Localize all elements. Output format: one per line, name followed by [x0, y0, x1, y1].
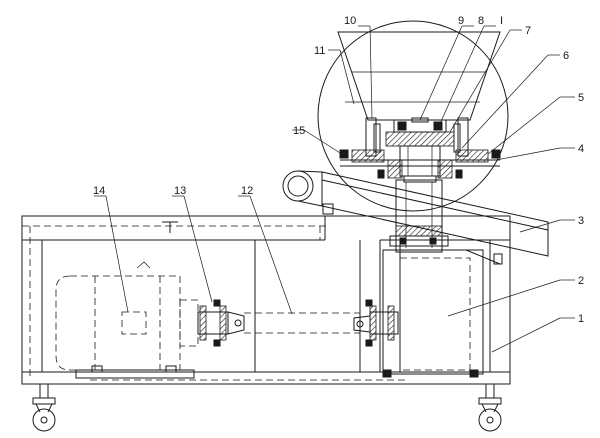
label-3: 3	[578, 215, 584, 227]
label-4: 4	[578, 143, 584, 155]
callout-labels: 1 2 3 4 5 6 7 I 8 9 10 11 12 13 14 15	[93, 15, 584, 325]
main-frame	[21, 215, 511, 385]
right-coupling	[353, 299, 399, 347]
drive-shaft	[244, 312, 360, 334]
label-11: 11	[314, 45, 325, 57]
motor	[55, 261, 199, 379]
vertical-spindle	[389, 179, 449, 253]
gear-housing	[382, 249, 503, 378]
label-12: 12	[241, 185, 253, 197]
caster-right	[478, 384, 502, 432]
label-7: 7	[525, 25, 531, 37]
label-13: 13	[174, 185, 186, 197]
chute	[282, 170, 549, 257]
coupling	[197, 299, 245, 347]
label-6: 6	[563, 50, 569, 62]
detail-circle	[317, 20, 509, 212]
label-I: I	[500, 15, 503, 27]
label-1: 1	[578, 313, 584, 325]
label-10: 10	[344, 15, 356, 27]
label-8: 8	[478, 15, 484, 27]
upper-assembly	[339, 117, 501, 183]
label-15: 15	[293, 125, 305, 137]
label-14: 14	[93, 185, 105, 197]
label-2: 2	[578, 275, 584, 287]
label-5: 5	[578, 92, 584, 104]
caster-left	[32, 384, 56, 432]
leader-lines	[94, 25, 575, 353]
label-9: 9	[458, 15, 464, 27]
